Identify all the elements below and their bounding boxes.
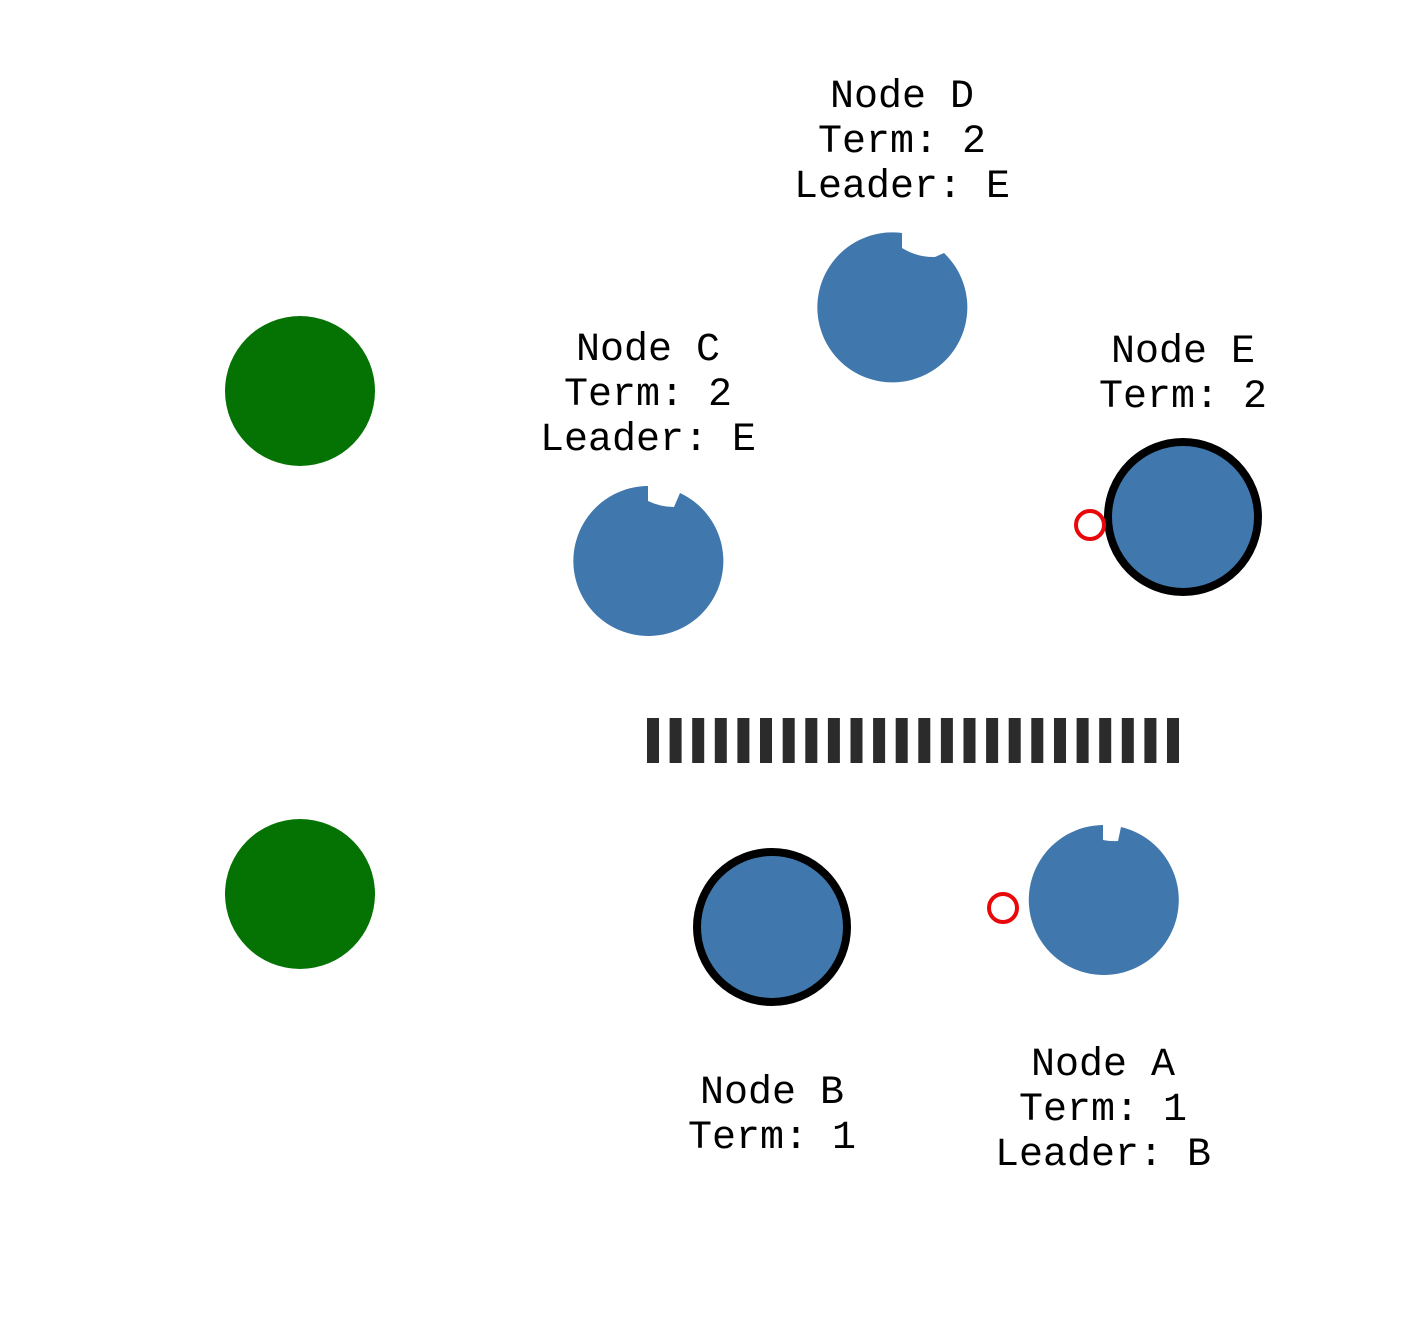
partition-segment: [827, 718, 840, 763]
partition-segment: [1076, 718, 1089, 763]
partition-segment: [940, 718, 953, 763]
node-d-label-name: Node D: [830, 75, 974, 120]
node-c-circle: [573, 486, 724, 636]
message-near-a: [987, 892, 1019, 924]
partition-segment: [873, 718, 886, 763]
node-a-label-name: Node A: [1031, 1043, 1175, 1088]
node-b: Node B Term: 1: [688, 848, 856, 1161]
client-node-2: [225, 819, 375, 969]
node-b-label-name: Node B: [700, 1071, 844, 1116]
node-c: Node C Term: 2 Leader: E: [540, 328, 756, 636]
partition-segment: [760, 718, 772, 763]
node-d-circle: [817, 232, 968, 383]
node-b-label-term: Term: 1: [688, 1116, 856, 1161]
partition-segment: [1099, 718, 1112, 763]
partition-segment: [692, 718, 705, 763]
partition-segment: [669, 718, 682, 763]
partition-segment: [963, 718, 976, 763]
node-a-circle: [1028, 825, 1179, 975]
partition-segment: [1167, 718, 1179, 763]
node-d: Node D Term: 2 Leader: E: [794, 75, 1010, 383]
node-d-label-term: Term: 2: [818, 120, 986, 165]
partition-segment: [986, 718, 999, 763]
network-partition: [647, 718, 1179, 763]
partition-segment: [1121, 718, 1134, 763]
partition-segment: [782, 718, 795, 763]
partition-segment: [918, 718, 931, 763]
node-a-label-term: Term: 1: [1019, 1088, 1187, 1133]
partition-segment: [895, 718, 908, 763]
partition-segment: [1031, 718, 1044, 763]
node-c-label-name: Node C: [576, 328, 720, 373]
node-d-label-leader: Leader: E: [794, 165, 1010, 210]
node-c-label-term: Term: 2: [564, 373, 732, 418]
node-a: Node A Term: 1 Leader: B: [987, 825, 1211, 1178]
node-c-label-leader: Leader: E: [540, 418, 756, 463]
client-node-1: [225, 316, 375, 466]
partition-segment: [647, 718, 659, 763]
node-a-label-leader: Leader: B: [995, 1133, 1211, 1178]
partition-segment: [805, 718, 818, 763]
partition-segment: [850, 718, 863, 763]
partition-segment: [737, 718, 750, 763]
node-b-circle: [693, 848, 851, 1006]
message-near-e: [1074, 509, 1106, 541]
partition-segment: [1054, 718, 1066, 763]
partition-segment: [714, 718, 727, 763]
node-e-label-term: Term: 2: [1099, 375, 1267, 420]
node-e-label-name: Node E: [1111, 330, 1255, 375]
partition-segment: [1008, 718, 1021, 763]
partition-segment: [1144, 718, 1157, 763]
node-e-circle: [1104, 438, 1262, 596]
node-e: Node E Term: 2: [1074, 330, 1267, 596]
